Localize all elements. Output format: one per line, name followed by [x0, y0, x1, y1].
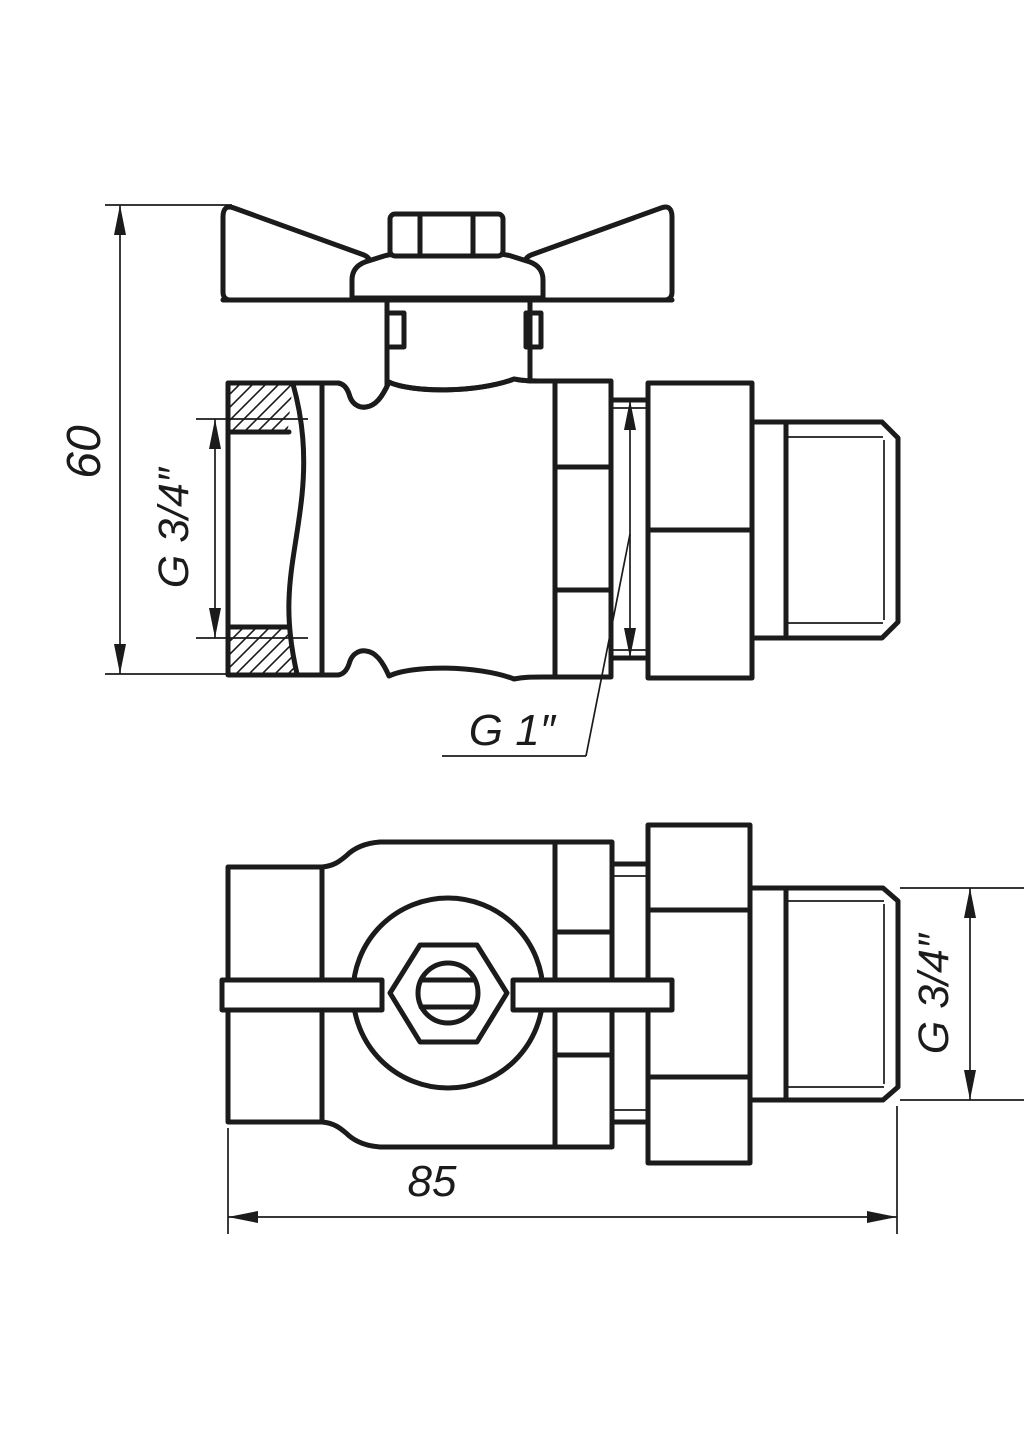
- male-port-plan: [747, 885, 901, 1103]
- dim-label-g34-plan: G 3/4″: [910, 932, 958, 1054]
- union-thread-neck-plan: [610, 861, 651, 1125]
- valve-body: [319, 376, 614, 682]
- dim-label-60: 60: [58, 425, 111, 479]
- handle-top-nut: [387, 211, 506, 259]
- gland-notch-right: [523, 310, 544, 350]
- dim-label-85: 85: [408, 1157, 457, 1206]
- body-hex-flats: [552, 378, 614, 680]
- union-nut: [645, 380, 755, 681]
- front-view: 60 G 3/4″ G 1″: [58, 204, 901, 757]
- handle-bar-right: [510, 977, 675, 1013]
- dimension-male-thread: G 3/4″: [900, 887, 1024, 1101]
- leader-line: [442, 533, 631, 757]
- male-port: [749, 419, 901, 641]
- dimension-female-thread: G 3/4″: [150, 418, 308, 639]
- dimension-union-thread: G 1″: [442, 400, 636, 757]
- handle-right-wing: [521, 204, 675, 303]
- dim-label-g1: G 1″: [469, 706, 557, 755]
- dimension-overall-length: 85: [227, 1106, 898, 1234]
- dimension-overall-height: 60: [58, 204, 250, 675]
- butterfly-handle: [220, 204, 675, 303]
- stem-housing: [220, 297, 675, 410]
- female-port: [225, 380, 325, 678]
- handle-bar-left: [219, 977, 385, 1013]
- gland-notch-left: [384, 310, 407, 350]
- thread-relief-curve: [286, 381, 307, 677]
- plan-view: G 3/4″ 85: [219, 822, 1024, 1234]
- dim-label-g34-front: G 3/4″: [150, 466, 198, 588]
- stem-circle: [415, 960, 481, 1026]
- section-hatch-top: [230, 385, 293, 430]
- stem-slot: [418, 977, 478, 1010]
- section-hatch-bottom: [230, 629, 294, 673]
- handle-hub: [349, 251, 546, 301]
- handle-left-wing: [220, 204, 374, 303]
